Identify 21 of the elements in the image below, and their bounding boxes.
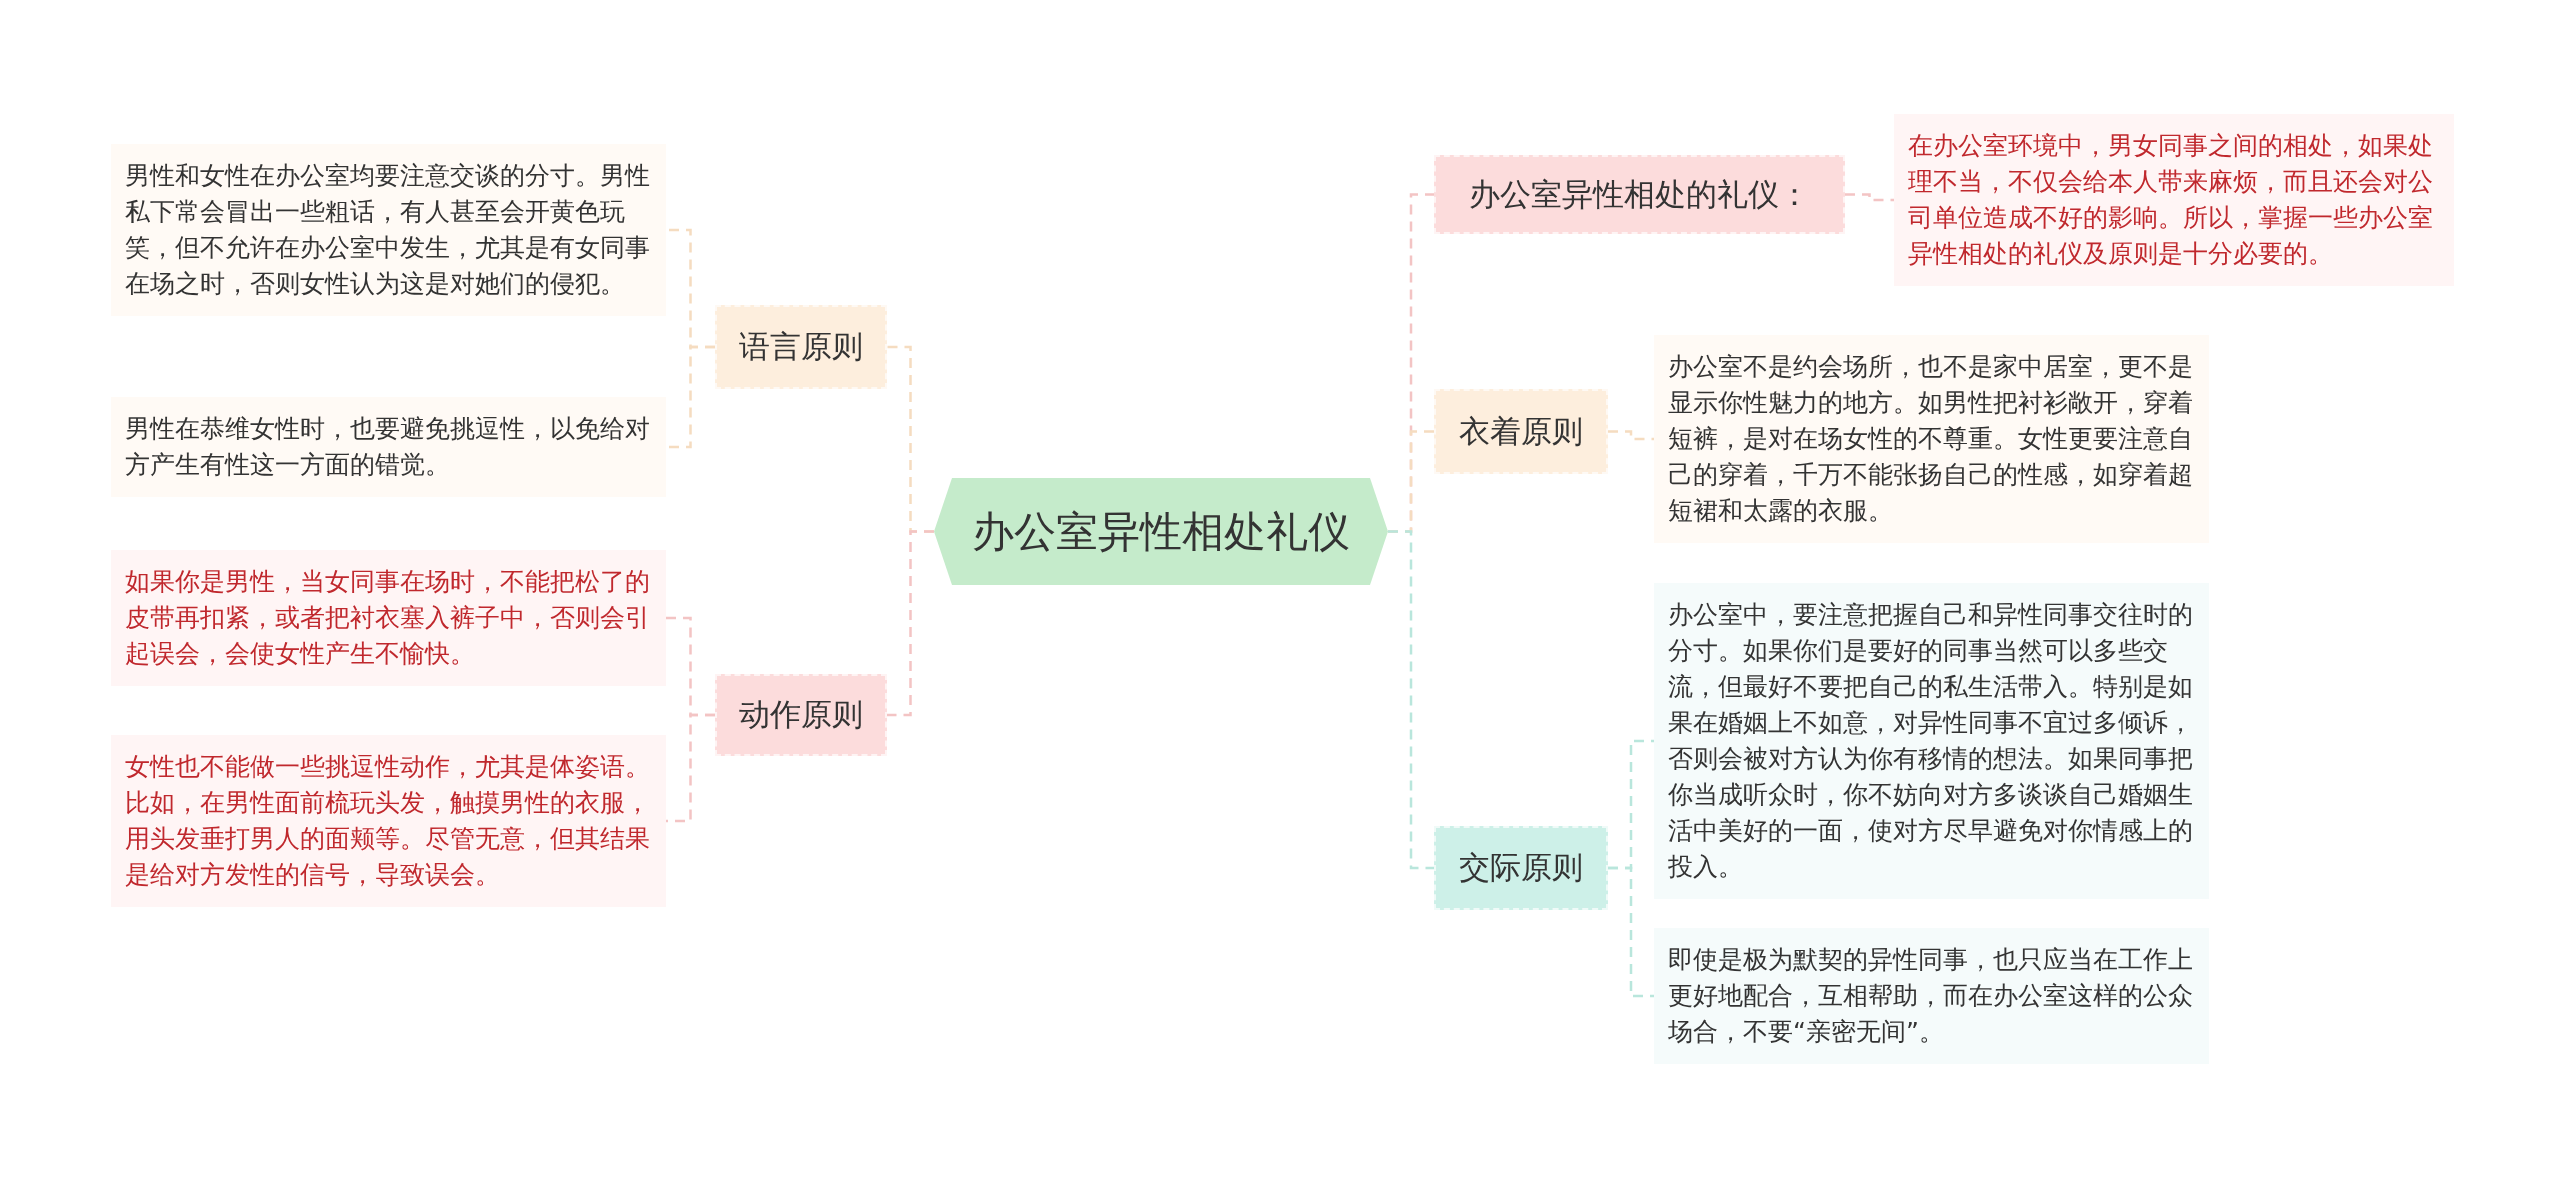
note-card: 在办公室环境中，男女同事之间的相处，如果处理不当，不仅会给本人带来麻烦，而且还会对公司单位造成不好的影响。所以，掌握一些办公室异性相处的礼仪及原则是十分必要的。 bbox=[1894, 114, 2454, 286]
note-card: 女性也不能做一些挑逗性动作，尤其是体姿语。比如，在男性面前梳玩头发，触摸男性的衣服，用头发垂打男人的面颊等。尽管无意，但其结果是给对方发性的信号，导致误会。 bbox=[111, 735, 666, 907]
connector-line bbox=[887, 530, 934, 717]
note-card: 办公室中，要注意把握自己和异性同事交往时的分寸。如果你们是要好的同事当然可以多些交流，但最好不要把自己的私生活带入。特别是如果在婚姻上不如意，对异性同事不宜过多倾诉，否则会被对方认为你有移情的想法。如果同事把你当成听众时，你不妨向对方多谈谈自己婚姻生活中美好的一面，使对方尽早避免对你情感上的投入。 bbox=[1654, 583, 2209, 899]
connector-line bbox=[1388, 530, 1434, 870]
note-card: 男性和女性在办公室均要注意交谈的分寸。男性私下常会冒出一些粗话，有人甚至会开黄色玩笑，但不允许在办公室中发生，尤其是有女同事在场之时，否则女性认为这是对她们的侵犯。 bbox=[111, 144, 666, 316]
topic-box: 交际原则 bbox=[1434, 826, 1608, 910]
connector-line bbox=[1608, 430, 1654, 441]
connector-line bbox=[1608, 866, 1654, 998]
note-card: 男性在恭维女性时，也要避免挑逗性，以免给对方产生有性这一方面的错觉。 bbox=[111, 397, 666, 497]
note-card: 如果你是男性，当女同事在场时，不能把松了的皮带再扣紧，或者把衬衣塞入裤子中，否则会引起误会，会使女性产生不愉快。 bbox=[111, 550, 666, 686]
topic-box: 衣着原则 bbox=[1434, 389, 1608, 474]
central-topic-hexagon: 办公室异性相处礼仪 bbox=[934, 478, 1388, 585]
note-card: 办公室不是约会场所，也不是家中居室，更不是显示你性魅力的地方。如男性把衬衫敞开，穿着短裤，是对在场女性的不尊重。女性更要注意自己的穿着，千万不能张扬自己的性感，如穿着超短裙和太露的衣服。 bbox=[1654, 335, 2209, 543]
topic-box: 语言原则 bbox=[715, 305, 887, 389]
connector-line bbox=[666, 345, 715, 449]
connector-line bbox=[1845, 193, 1894, 202]
connector-line bbox=[666, 713, 715, 823]
topic-box: 动作原则 bbox=[715, 674, 887, 756]
topic-box: 办公室异性相处的礼仪： bbox=[1434, 155, 1845, 234]
note-card: 即使是极为默契的异性同事，也只应当在工作上更好地配合，互相帮助，而在办公室这样的公众场合，不要“亲密无间”。 bbox=[1654, 928, 2209, 1064]
